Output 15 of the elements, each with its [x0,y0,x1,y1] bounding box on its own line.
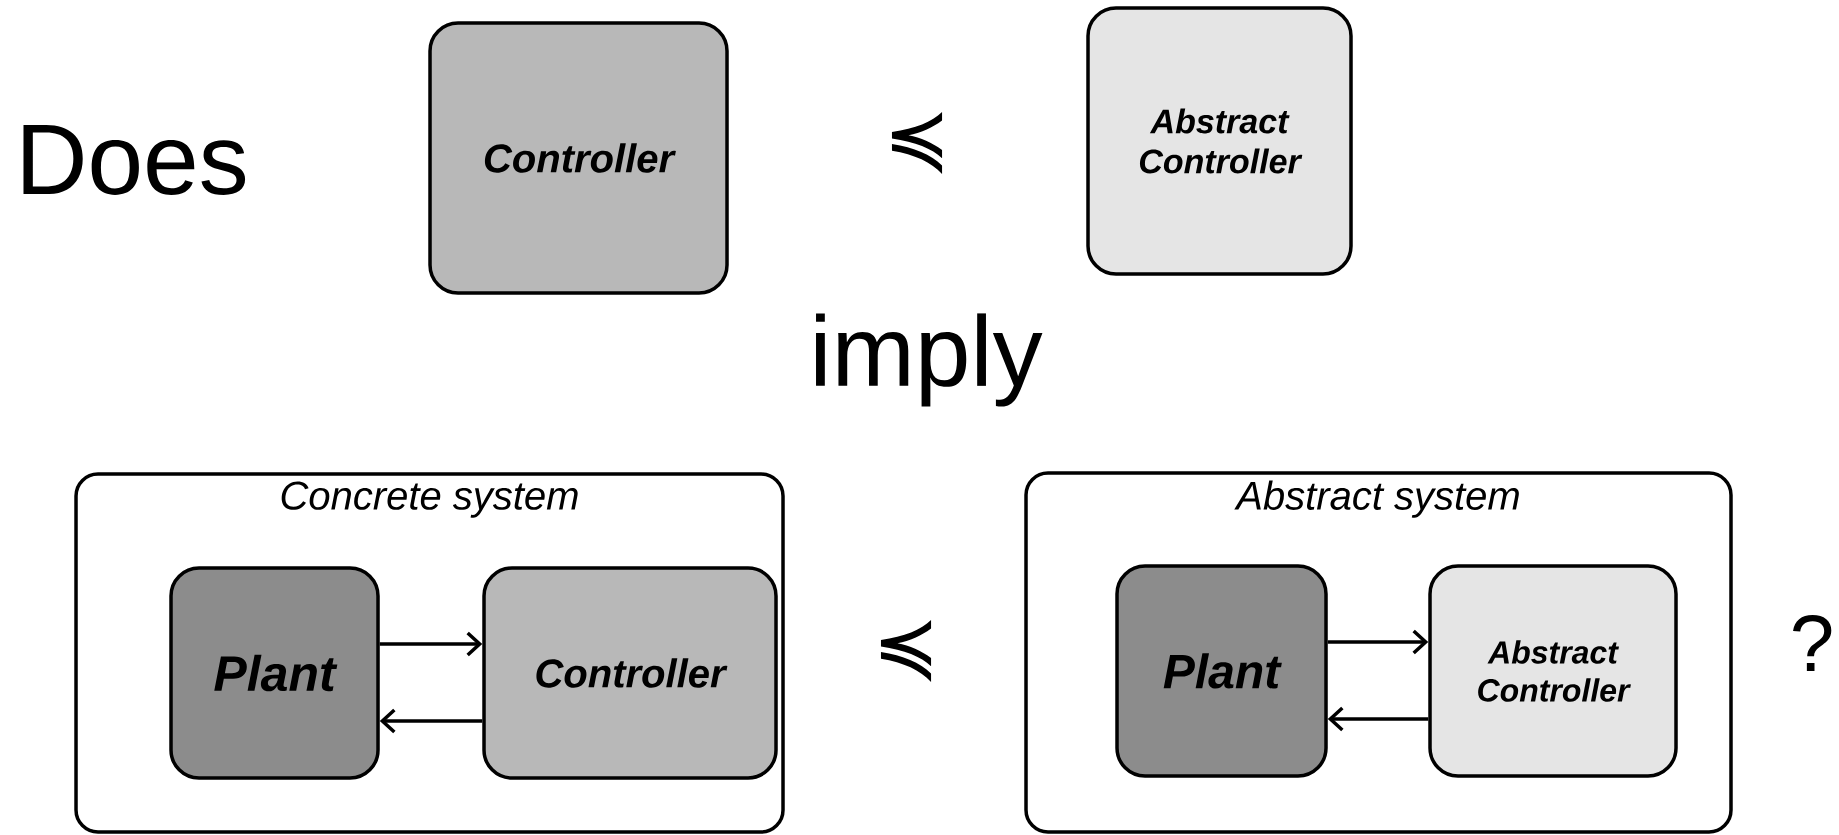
arrow [379,708,483,734]
plant-box: Plant [1115,564,1328,778]
relation-symbol: ≼ [891,112,943,174]
heading-word: imply [816,313,1043,407]
controller-box: Controller [428,21,729,295]
controller-box: Abstract Controller [1086,6,1353,276]
arrow [1327,706,1429,732]
arrow [379,631,483,657]
heading-word: Does [23,125,246,195]
question-mark: ? [1793,615,1832,671]
plant-box: Plant [169,566,380,780]
controller-box: Abstract Controller [1428,564,1678,778]
relation-symbol: ≼ [880,620,932,682]
controller-box: Controller [482,566,778,780]
arrow [1327,629,1429,655]
